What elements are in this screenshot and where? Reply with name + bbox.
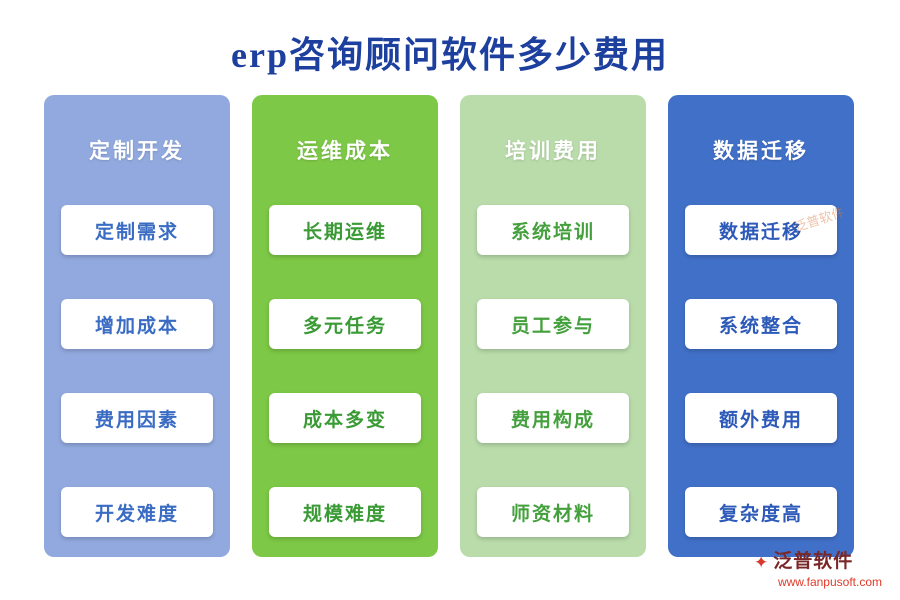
item-card: 员工参与: [477, 299, 629, 349]
columns-container: 定制开发 定制需求 增加成本 费用因素 开发难度 运维成本 长期运维 多元任务 …: [44, 95, 854, 557]
column-items: 数据迁移 泛普软件 系统整合 额外费用 复杂度高: [685, 204, 846, 537]
column-items: 定制需求 增加成本 费用因素 开发难度: [61, 205, 213, 537]
item-card: 复杂度高: [685, 487, 837, 537]
page-title: erp咨询顾问软件多少费用: [231, 35, 669, 75]
brand-url: www.fanpusoft.com: [777, 575, 882, 589]
column-data-migration: 数据迁移 数据迁移 泛普软件 系统整合 额外费用 复杂度高: [668, 95, 854, 557]
item-card: 费用因素: [61, 393, 213, 443]
item-card: 额外费用: [685, 393, 837, 443]
fanpu-logo-icon: ✦: [753, 552, 769, 572]
column-items: 系统培训 员工参与 费用构成 师资材料: [477, 205, 629, 537]
watermark-text: 泛普软件: [792, 204, 847, 235]
item-card: 增加成本: [61, 299, 213, 349]
item-card: 开发难度: [61, 487, 213, 537]
item-card: 系统整合: [685, 299, 837, 349]
column-header: 定制开发: [89, 140, 185, 163]
brand-name: 泛普软件: [773, 551, 854, 573]
column-training-fee: 培训费用 系统培训 员工参与 费用构成 师资材料: [460, 95, 646, 557]
column-custom-development: 定制开发 定制需求 增加成本 费用因素 开发难度: [44, 95, 230, 557]
item-card: 定制需求: [61, 205, 213, 255]
item-card: 成本多变: [269, 393, 421, 443]
item-card: 师资材料: [477, 487, 629, 537]
column-header: 数据迁移: [713, 140, 809, 163]
item-card: 费用构成: [477, 393, 629, 443]
brand-row: ✦ 泛普软件: [754, 550, 882, 574]
footer-branding: ✦ 泛普软件 www.fanpusoft.com: [754, 550, 882, 590]
item-card: 系统培训: [477, 205, 629, 255]
column-items: 长期运维 多元任务 成本多变 规模难度: [269, 205, 421, 537]
column-operation-cost: 运维成本 长期运维 多元任务 成本多变 规模难度: [252, 95, 438, 557]
item-card: 多元任务: [269, 299, 421, 349]
column-header: 运维成本: [297, 140, 393, 163]
item-card: 规模难度: [269, 487, 421, 537]
item-card: 长期运维: [269, 205, 421, 255]
item-card: 数据迁移 泛普软件: [685, 204, 846, 255]
column-header: 培训费用: [505, 140, 601, 163]
